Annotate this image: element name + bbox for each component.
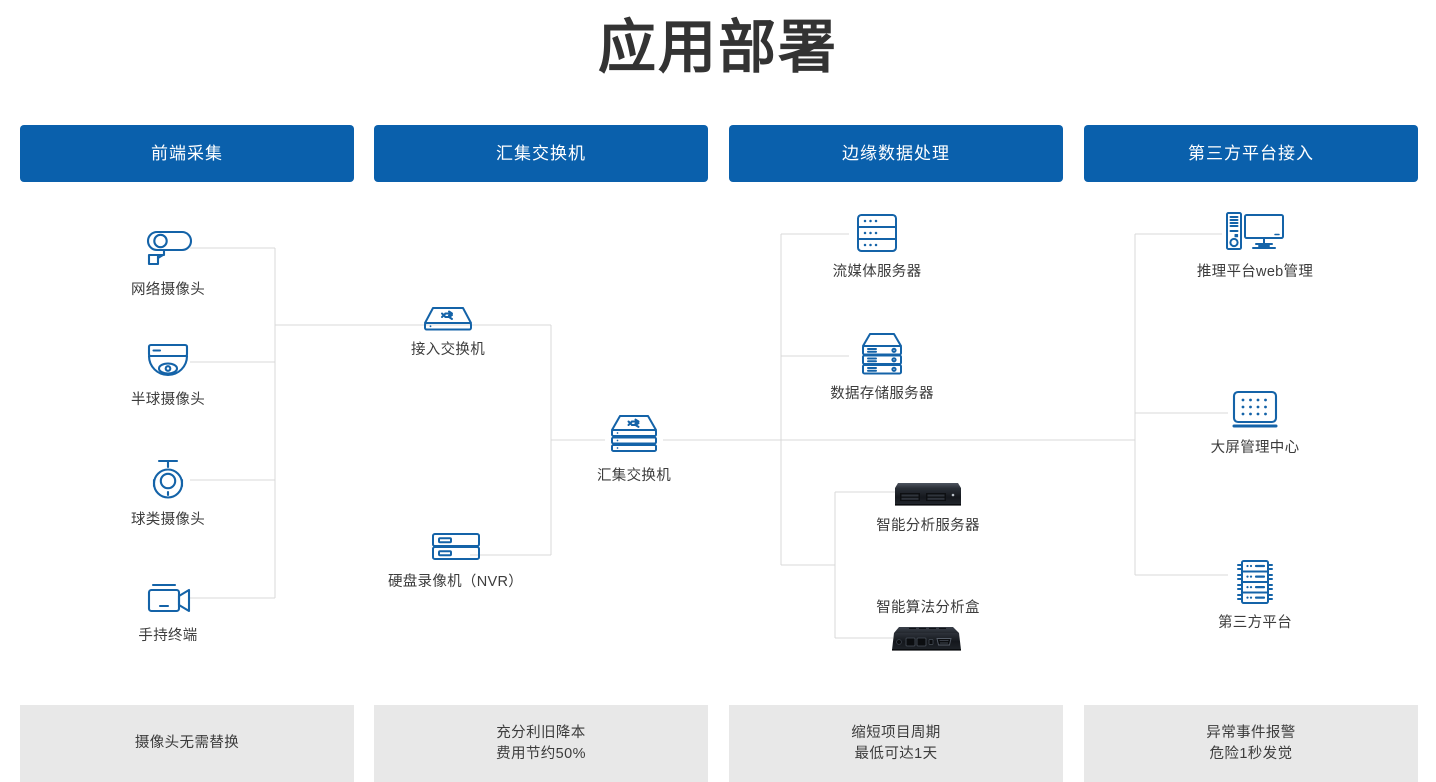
node-label: 推理平台web管理 bbox=[1196, 264, 1314, 280]
column-header-edge-processing: 边缘数据处理 bbox=[729, 125, 1063, 182]
bullet-camera-icon bbox=[112, 224, 224, 274]
nvr-icon bbox=[378, 530, 533, 566]
node-dome-camera[interactable]: 半球摄像头 bbox=[112, 340, 224, 410]
node-analysis-server[interactable]: 智能分析服务器 bbox=[866, 476, 990, 536]
storage-server-icon bbox=[823, 330, 941, 378]
benefit-line-1: 缩短项目周期 bbox=[851, 724, 941, 741]
node-third-party-platform[interactable]: 第三方平台 bbox=[1196, 557, 1314, 633]
stacked-switch-icon bbox=[578, 412, 690, 460]
node-label: 流媒体服务器 bbox=[832, 264, 922, 280]
benefit-box-frontend: 摄像头无需替换 bbox=[20, 705, 354, 782]
node-storage-server[interactable]: 数据存储服务器 bbox=[823, 330, 941, 404]
benefit-box-schedule: 缩短项目周期 最低可达1天 bbox=[729, 705, 1063, 782]
node-label: 硬盘录像机（NVR） bbox=[387, 574, 524, 590]
camcorder-icon bbox=[112, 580, 224, 620]
ptz-camera-icon bbox=[112, 456, 224, 504]
node-label: 智能算法分析盒 bbox=[876, 600, 980, 616]
node-label: 智能分析服务器 bbox=[876, 518, 980, 534]
switch-icon bbox=[392, 304, 504, 334]
node-algorithm-box[interactable]: 智能算法分析盒 bbox=[866, 598, 990, 654]
benefit-line-1: 异常事件报警 bbox=[1206, 724, 1296, 741]
benefit-box-cost: 充分利旧降本 费用节约50% bbox=[374, 705, 708, 782]
node-streaming-server[interactable]: 流媒体服务器 bbox=[821, 210, 933, 282]
edge-box-photo-icon bbox=[866, 624, 990, 654]
rackmount-photo-icon bbox=[866, 476, 990, 510]
node-label: 半球摄像头 bbox=[131, 392, 205, 408]
node-nvr[interactable]: 硬盘录像机（NVR） bbox=[378, 530, 533, 592]
node-label: 数据存储服务器 bbox=[830, 386, 934, 402]
benefit-line-2: 费用节约50% bbox=[496, 745, 586, 762]
benefit-line-2: 危险1秒发觉 bbox=[1209, 745, 1293, 762]
benefit-line-1: 摄像头无需替换 bbox=[134, 735, 240, 751]
node-access-switch[interactable]: 接入交换机 bbox=[392, 304, 504, 360]
node-network-camera[interactable]: 网络摄像头 bbox=[112, 224, 224, 300]
benefit-box-alarm: 异常事件报警 危险1秒发觉 bbox=[1084, 705, 1418, 782]
rack-server-icon bbox=[821, 210, 933, 256]
node-ptz-camera[interactable]: 球类摄像头 bbox=[112, 456, 224, 530]
desktop-pc-icon bbox=[1190, 208, 1320, 256]
node-handheld-terminal[interactable]: 手持终端 bbox=[112, 580, 224, 646]
column-header-third-party-access: 第三方平台接入 bbox=[1084, 125, 1418, 182]
benefit-line-1: 充分利旧降本 bbox=[496, 724, 586, 741]
node-label: 网络摄像头 bbox=[131, 282, 205, 298]
node-label: 接入交换机 bbox=[411, 342, 485, 358]
column-header-aggregation-switch: 汇集交换机 bbox=[374, 125, 708, 182]
dome-camera-icon bbox=[112, 340, 224, 384]
node-label: 汇集交换机 bbox=[597, 468, 671, 484]
video-wall-icon bbox=[1196, 388, 1314, 432]
node-label: 球类摄像头 bbox=[131, 512, 205, 528]
benefit-line-2: 最低可达1天 bbox=[854, 745, 938, 762]
column-header-frontend-capture: 前端采集 bbox=[20, 125, 354, 182]
server-rack-icon bbox=[1196, 557, 1314, 607]
page-title: 应用部署 bbox=[597, 15, 838, 80]
node-video-wall[interactable]: 大屏管理中心 bbox=[1196, 388, 1314, 458]
node-aggregation-switch[interactable]: 汇集交换机 bbox=[578, 412, 690, 486]
node-label: 大屏管理中心 bbox=[1210, 440, 1300, 456]
node-label: 第三方平台 bbox=[1218, 615, 1292, 631]
node-web-platform[interactable]: 推理平台web管理 bbox=[1190, 208, 1320, 282]
node-label: 手持终端 bbox=[138, 628, 198, 644]
